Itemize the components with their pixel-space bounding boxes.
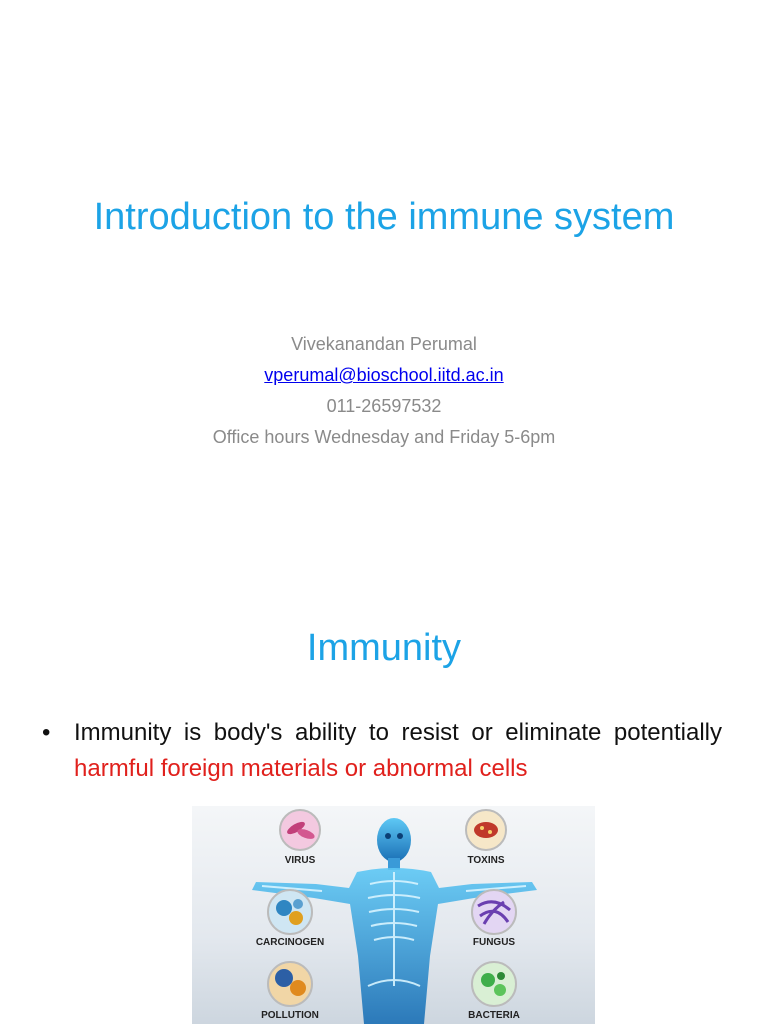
phone-number: 011-26597532 <box>326 396 442 416</box>
email-line: vperumal@bioschool.iitd.ac.in <box>0 364 768 386</box>
toxins-icon <box>465 809 507 851</box>
bullet-text: Immunity is body's ability to resist or … <box>74 715 722 787</box>
fungus-label: FUNGUS <box>473 937 516 948</box>
fungus-icon <box>471 889 517 935</box>
immunity-slide: Immunity • Immunity is body's ability to… <box>0 510 768 1024</box>
toxins-label: TOXINS <box>467 855 504 866</box>
bullet-text-plain: Immunity is body's ability to resist or … <box>74 719 722 746</box>
immune-threats-illustration: VIRUS TOXINS CARCINOGEN FUNGUS <box>192 806 595 1024</box>
email-link[interactable]: vperumal@bioschool.iitd.ac.in <box>264 365 504 385</box>
bullet-point: • Immunity is body's ability to resist o… <box>42 715 722 787</box>
pollution-label: POLLUTION <box>261 1010 319 1021</box>
slide-title: Introduction to the immune system <box>93 196 675 238</box>
carcinogen-icon <box>267 889 313 935</box>
bacteria-icon <box>471 961 517 1007</box>
bacteria-label: BACTERIA <box>468 1010 520 1021</box>
skeleton-figure <box>252 818 537 1024</box>
virus-icon <box>279 809 321 851</box>
pollution-icon <box>267 961 313 1007</box>
virus-label: VIRUS <box>285 855 316 866</box>
bullet-marker: • <box>42 719 51 746</box>
slide-heading: Immunity <box>306 627 462 669</box>
bullet-text-highlight: harmful foreign materials or abnormal ce… <box>74 755 528 782</box>
carcinogen-label: CARCINOGEN <box>256 937 324 948</box>
human-body-illustration: VIRUS TOXINS CARCINOGEN FUNGUS <box>252 809 537 1024</box>
author-name: Vivekanandan Perumal <box>291 334 477 354</box>
title-slide: Introduction to the immune system Viveka… <box>0 0 768 510</box>
office-hours: Office hours Wednesday and Friday 5-6pm <box>212 427 556 447</box>
